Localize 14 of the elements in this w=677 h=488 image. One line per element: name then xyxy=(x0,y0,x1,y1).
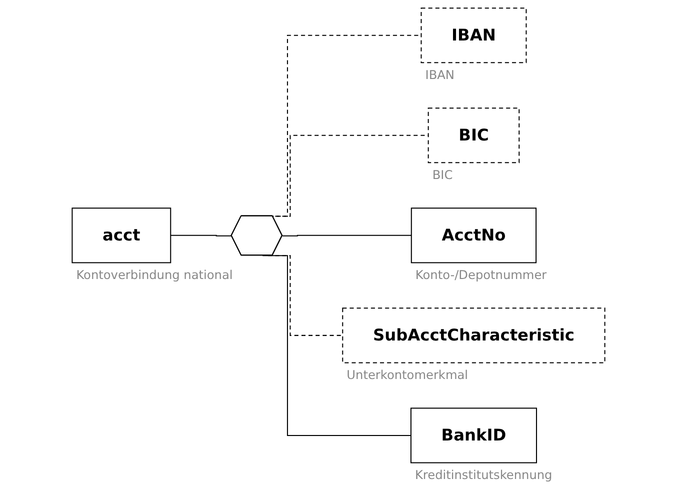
node-box: BankID xyxy=(410,408,537,464)
element-description: Unterkontomerkmal xyxy=(346,368,468,382)
connector xyxy=(282,234,412,236)
connector xyxy=(170,234,232,236)
element-description: IBAN xyxy=(425,68,454,82)
node-box: SubAcctCharacteristic xyxy=(342,308,606,364)
element-description: Konto-/Depotnummer xyxy=(415,268,547,282)
node-box: AcctNo xyxy=(410,208,537,264)
node-box: acct xyxy=(72,208,172,264)
element-description: BIC xyxy=(432,168,453,182)
element-description: Kontoverbindung national xyxy=(76,268,233,282)
node-box: BIC xyxy=(428,108,520,164)
node-box: IBAN xyxy=(420,8,527,64)
element-description: Kreditinstitutskennung xyxy=(415,468,552,482)
